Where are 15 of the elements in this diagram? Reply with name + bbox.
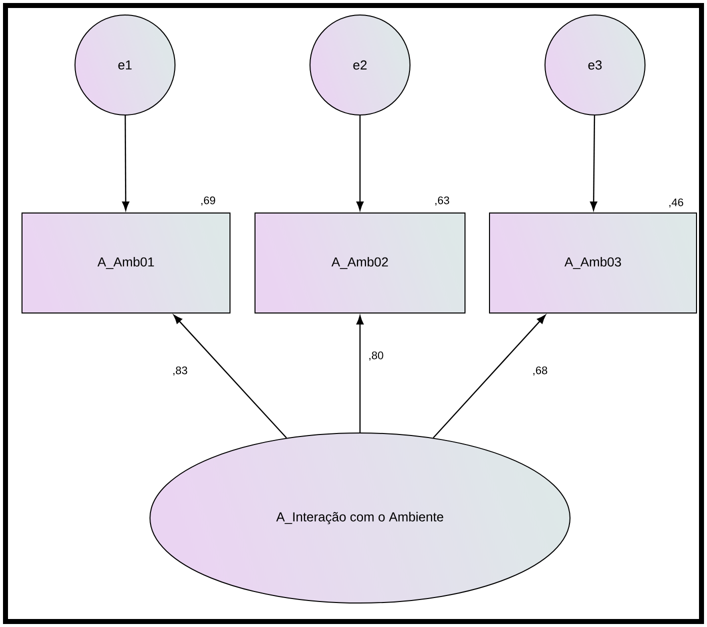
arrow bbox=[590, 115, 598, 211]
edge-label: ,68 bbox=[533, 366, 548, 376]
r-squared-label: ,63 bbox=[435, 196, 450, 206]
arrow bbox=[432, 314, 546, 438]
variable-box: A_Amb03 bbox=[489, 212, 697, 314]
edge-label: ,83 bbox=[173, 366, 188, 376]
r-squared-label: ,46 bbox=[669, 198, 684, 208]
arrow bbox=[173, 314, 287, 438]
r-squared-label: ,69 bbox=[201, 196, 216, 206]
variable-box: A_Amb02 bbox=[254, 212, 466, 314]
arrow bbox=[356, 116, 364, 211]
arrow bbox=[356, 315, 364, 432]
edge-label: ,80 bbox=[369, 351, 384, 361]
variable-box: A_Amb01 bbox=[22, 212, 230, 314]
arrow bbox=[122, 116, 130, 211]
